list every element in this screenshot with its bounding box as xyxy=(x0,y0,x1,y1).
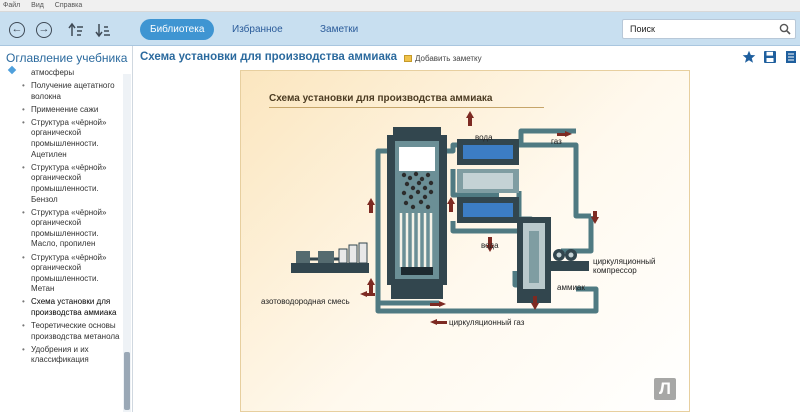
toc-item[interactable]: Структура «чёрной» органической промышле… xyxy=(22,163,122,205)
ammonia-plant-diagram: Схема установки для производства аммиака xyxy=(240,70,690,412)
toc-list: атмосферы Получение ацетатного волокна П… xyxy=(22,68,122,368)
star-icon[interactable] xyxy=(742,50,756,64)
label-water-top: вода xyxy=(475,133,493,142)
page-title: Схема установки для производства аммиака xyxy=(140,51,397,63)
menu-bar: Файл Вид Справка xyxy=(0,0,800,12)
add-note-button[interactable]: Добавить заметку xyxy=(404,54,482,63)
toc-item[interactable]: Удобрения и их классификация xyxy=(22,345,122,366)
toc-item-active[interactable]: Схема установки для производства аммиака xyxy=(22,297,122,318)
sidebar-title: Оглавление учебника xyxy=(6,51,128,65)
sort-ascending-button[interactable] xyxy=(68,22,84,38)
tab-notes[interactable]: Заметки xyxy=(320,24,359,35)
tab-favorites[interactable]: Избранное xyxy=(232,24,283,35)
tab-library[interactable]: Библиотека xyxy=(140,19,215,40)
document-list-icon[interactable] xyxy=(784,50,798,64)
menu-view[interactable]: Вид xyxy=(31,2,44,9)
sidebar-scrollbar[interactable] xyxy=(123,74,131,412)
scrollbar-thumb[interactable] xyxy=(124,352,130,410)
menu-help[interactable]: Справка xyxy=(54,2,83,9)
watermark-letter: Л xyxy=(659,379,671,398)
search-icon[interactable] xyxy=(779,23,791,35)
label-compressor-2: компрессор xyxy=(593,266,637,275)
toolbar: ← → Библиотека Избранное Заметки Поиск xyxy=(0,12,800,46)
add-note-label: Добавить заметку xyxy=(415,54,482,63)
arrow-left-icon: ← xyxy=(11,23,23,35)
sort-descending-icon xyxy=(95,24,110,38)
diagram-title: Схема установки для производства аммиака xyxy=(269,93,493,104)
label-compressor-1: циркуляционный xyxy=(593,257,656,266)
menu-file[interactable]: Файл xyxy=(3,2,21,9)
arrow-right-icon: → xyxy=(38,23,50,35)
diagram-graphic xyxy=(291,111,599,325)
toc-item[interactable]: Структура «чёрной» органической промышле… xyxy=(22,118,122,160)
back-button[interactable]: ← xyxy=(9,22,25,38)
toc-item[interactable]: Структура «чёрной» органической промышле… xyxy=(22,253,122,295)
sidebar: Оглавление учебника атмосферы Получение … xyxy=(0,46,133,412)
label-circulation-gas: циркуляционный газ xyxy=(449,318,525,327)
label-ammonia: аммиак xyxy=(557,283,585,292)
label-gas: газ xyxy=(551,137,562,146)
sort-ascending-icon xyxy=(68,22,83,36)
label-input-mixture: азотоводородная смесь xyxy=(261,297,350,306)
label-water-bottom: вода xyxy=(481,241,499,250)
search-input[interactable]: Поиск xyxy=(622,19,796,39)
note-icon xyxy=(404,55,412,62)
pin-icon[interactable] xyxy=(7,65,17,75)
toc-item[interactable]: атмосферы xyxy=(31,68,75,77)
search-text: Поиск xyxy=(630,24,655,34)
forward-button[interactable]: → xyxy=(36,22,52,38)
toc-item[interactable]: Получение ацетатного волокна xyxy=(22,81,122,102)
diagram-title-underline xyxy=(269,107,544,108)
sort-descending-button[interactable] xyxy=(95,22,111,38)
toc-item[interactable]: Теоретические основы производства метано… xyxy=(22,321,122,342)
toc-item[interactable]: Применение сажи xyxy=(22,105,122,116)
save-icon[interactable] xyxy=(763,50,777,64)
toc-item[interactable]: Структура «чёрной» органической промышле… xyxy=(22,208,122,250)
watermark-logo: Л xyxy=(654,378,676,400)
